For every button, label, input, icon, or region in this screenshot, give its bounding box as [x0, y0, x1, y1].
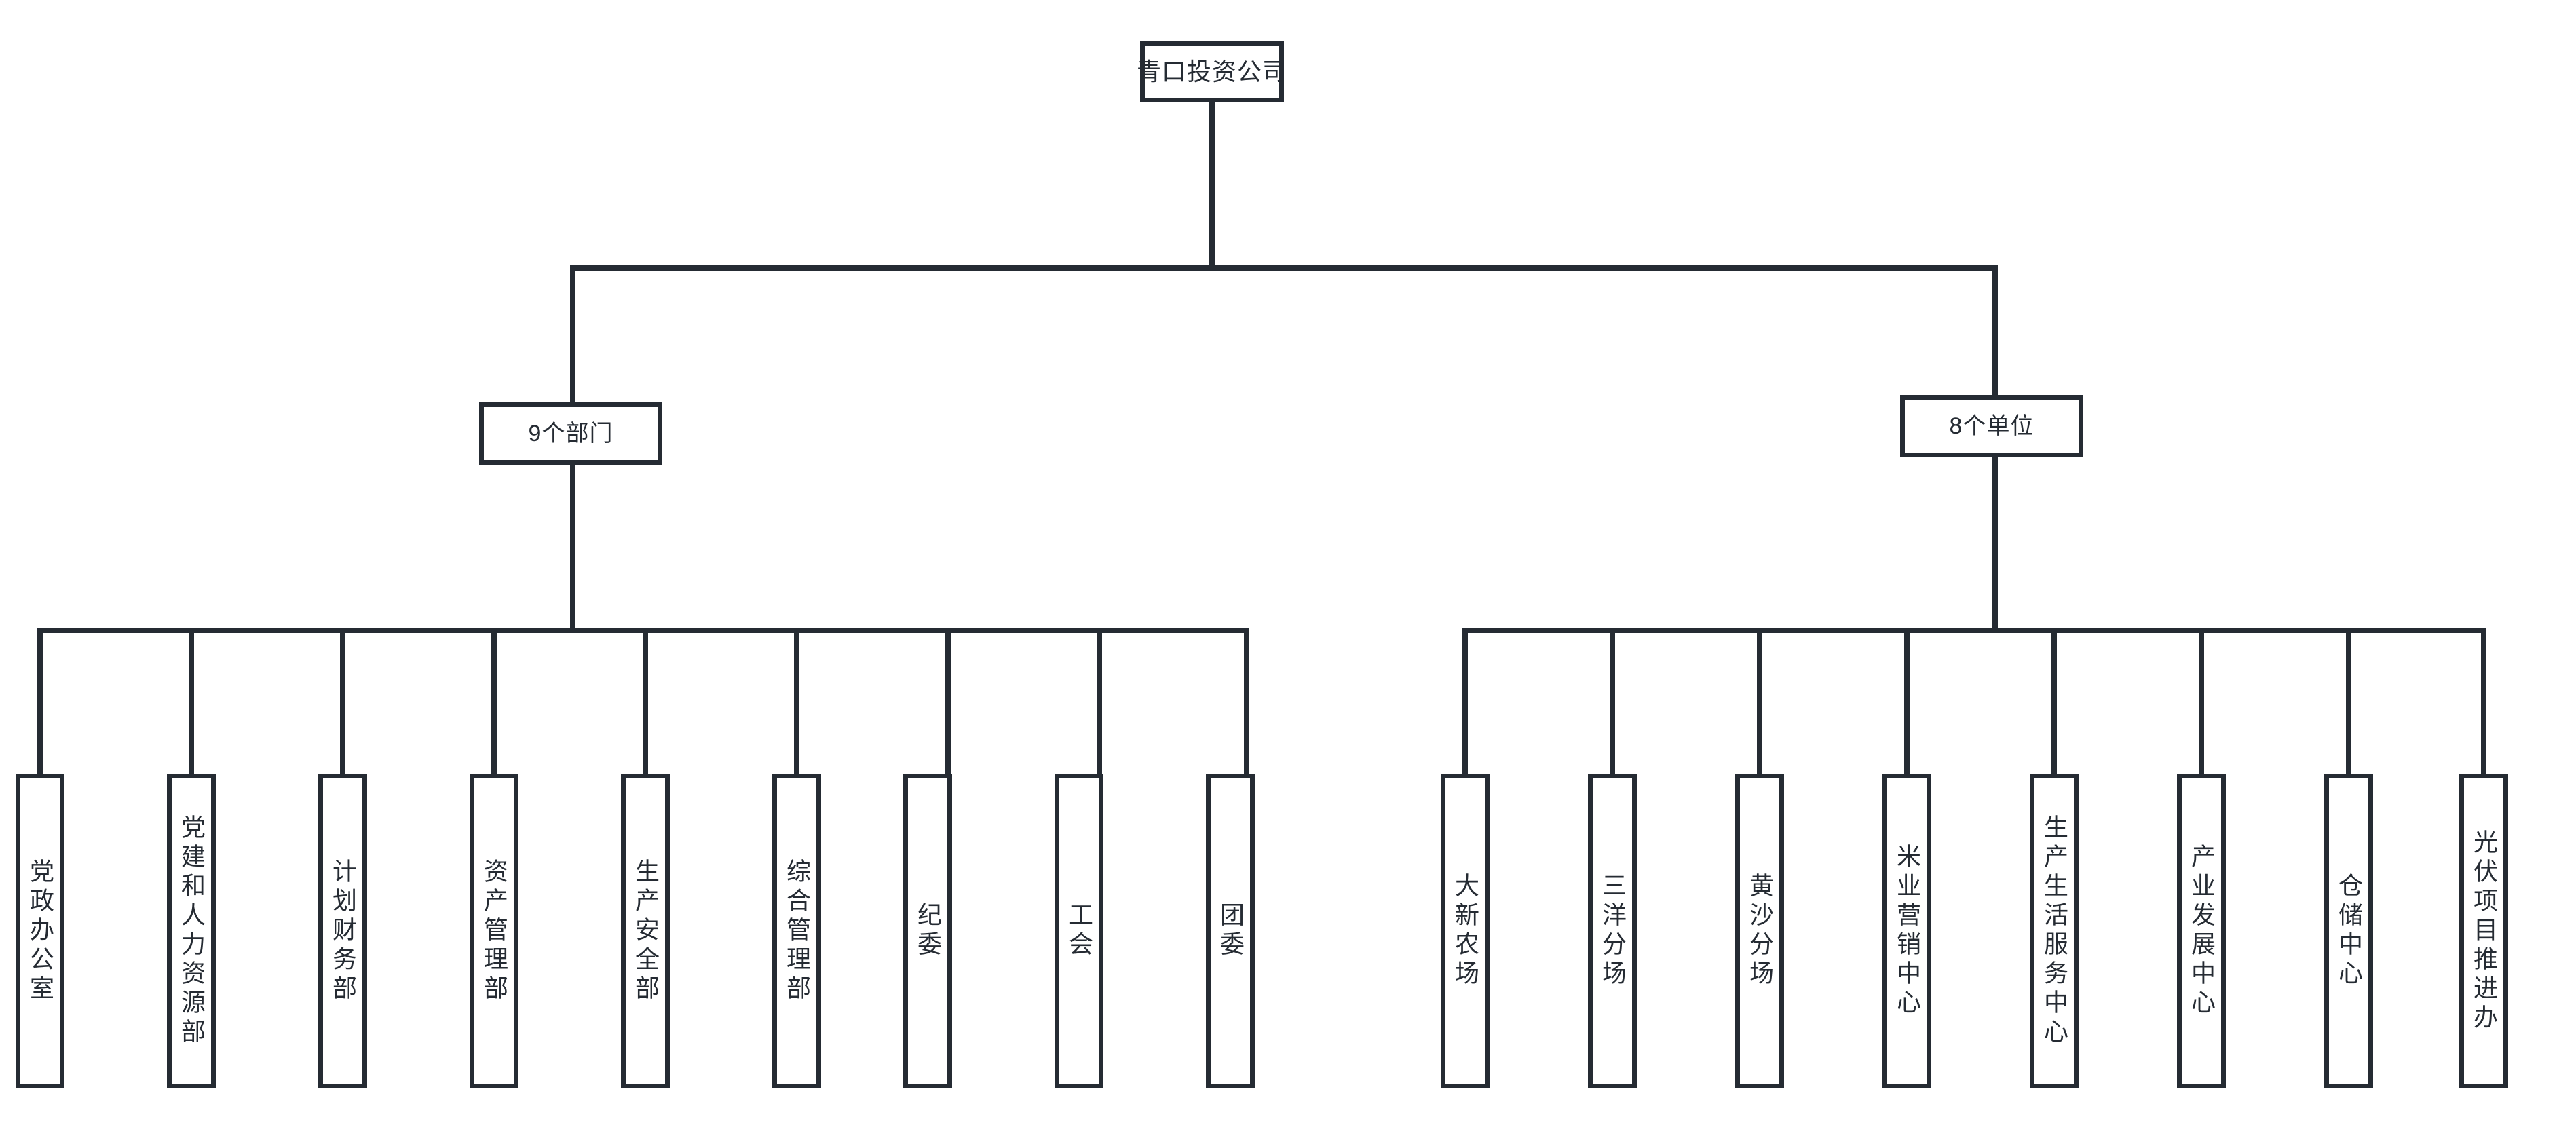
connector-leaf-drop-unit-7 [2346, 628, 2351, 774]
node-dept-2-label: 党建和人力资源部 [178, 814, 206, 1048]
node-dept-4-label: 资产管理部 [480, 858, 508, 1004]
node-unit-6[interactable]: 产业发展中心 [2177, 774, 2226, 1088]
connector-leaf-drop-unit-5 [2051, 628, 2057, 774]
node-unit-8-label: 光伏项目推进办 [2470, 829, 2498, 1033]
connector-leaf-drop-unit-8 [2481, 628, 2486, 774]
node-unit-6-label: 产业发展中心 [2188, 843, 2216, 1019]
node-root-company[interactable]: 青口投资公司 [1137, 41, 1288, 102]
connector-top-bus [570, 265, 1998, 271]
node-dept-3[interactable]: 计划财务部 [318, 774, 367, 1088]
node-unit-5-label: 生产生活服务中心 [2041, 814, 2068, 1048]
node-dept-1[interactable]: 党政办公室 [16, 774, 64, 1088]
node-unit-5[interactable]: 生产生活服务中心 [2030, 774, 2079, 1088]
node-dept-8[interactable]: 工会 [1055, 774, 1103, 1088]
node-dept-6-label: 综合管理部 [783, 858, 811, 1004]
node-unit-3-label: 黄沙分场 [1746, 873, 1774, 989]
node-group-units[interactable]: 8个单位 [1900, 395, 2083, 457]
connector-leaf-drop-unit-3 [1757, 628, 1762, 774]
connector-leaf-drop-unit-4 [1904, 628, 1910, 774]
node-dept-9[interactable]: 团委 [1206, 774, 1255, 1088]
node-unit-2[interactable]: 三洋分场 [1588, 774, 1637, 1088]
node-dept-2[interactable]: 党建和人力资源部 [167, 774, 216, 1088]
node-dept-8-label: 工会 [1065, 902, 1093, 960]
connector-leaf-drop-unit-2 [1610, 628, 1615, 774]
node-unit-2-label: 三洋分场 [1599, 873, 1627, 989]
connector-leaf-drop-dept-3 [340, 628, 345, 774]
connector-leaf-drop-dept-2 [189, 628, 194, 774]
connector-leaf-drop-dept-8 [1097, 628, 1102, 774]
node-dept-6[interactable]: 综合管理部 [772, 774, 821, 1088]
connector-leaf-drop-dept-5 [643, 628, 648, 774]
connector-units-stem [1992, 457, 1998, 633]
connector-leaf-drop-dept-7 [945, 628, 951, 774]
node-unit-1[interactable]: 大新农场 [1441, 774, 1490, 1088]
node-dept-9-label: 团委 [1217, 902, 1245, 960]
connector-departments-stem [570, 465, 575, 633]
connector-leaf-drop-dept-4 [491, 628, 497, 774]
node-unit-1-label: 大新农场 [1452, 873, 1479, 989]
node-dept-1-label: 党政办公室 [26, 858, 54, 1004]
node-unit-4-label: 米业营销中心 [1893, 843, 1921, 1019]
node-group-units-label: 8个单位 [1949, 413, 2034, 439]
node-dept-5-label: 生产安全部 [632, 858, 660, 1004]
node-unit-7[interactable]: 仓储中心 [2324, 774, 2373, 1088]
node-dept-3-label: 计划财务部 [329, 858, 357, 1004]
connector-units-drop [1992, 265, 1998, 395]
connector-leaf-drop-dept-9 [1244, 628, 1249, 774]
node-group-departments-label: 9个部门 [528, 420, 613, 447]
connector-leaf-drop-unit-1 [1462, 628, 1468, 774]
connector-departments-drop [570, 265, 575, 404]
node-root-company-label: 青口投资公司 [1137, 58, 1288, 86]
node-unit-4[interactable]: 米业营销中心 [1882, 774, 1931, 1088]
connector-leaf-drop-dept-1 [37, 628, 43, 774]
node-unit-7-label: 仓储中心 [2335, 873, 2363, 989]
node-dept-7-label: 纪委 [914, 902, 942, 960]
node-unit-3[interactable]: 黄沙分场 [1735, 774, 1784, 1088]
node-dept-5[interactable]: 生产安全部 [621, 774, 670, 1088]
connector-root-stem [1209, 102, 1215, 271]
node-unit-8[interactable]: 光伏项目推进办 [2459, 774, 2508, 1088]
connector-leaf-drop-unit-6 [2199, 628, 2204, 774]
node-group-departments[interactable]: 9个部门 [479, 402, 662, 465]
connector-leaf-drop-dept-6 [794, 628, 799, 774]
connector-units-bus [1462, 628, 2486, 633]
node-dept-7[interactable]: 纪委 [903, 774, 952, 1088]
node-dept-4[interactable]: 资产管理部 [470, 774, 518, 1088]
